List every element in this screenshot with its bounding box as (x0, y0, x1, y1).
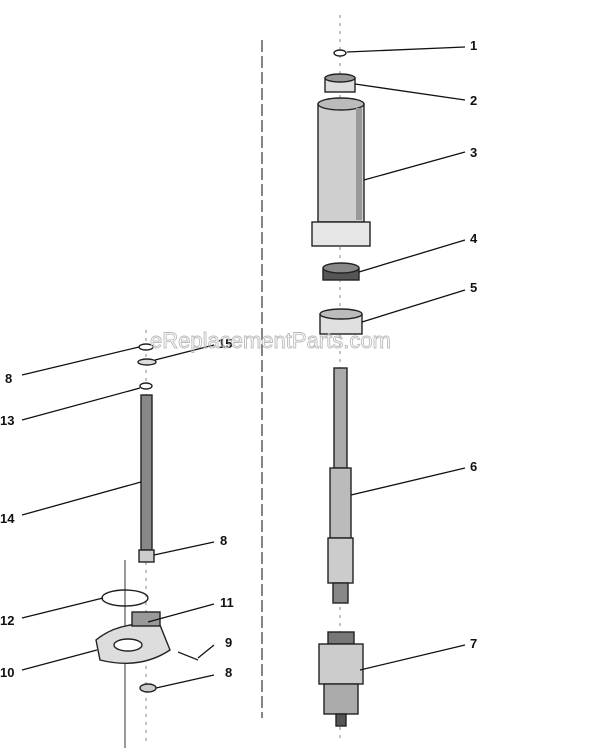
part-4-bearing (322, 262, 360, 281)
part-15-washer (137, 358, 157, 366)
part-1-retaining-ring (333, 49, 347, 57)
callout-1: 1 (470, 38, 477, 53)
callout-9: 9 (225, 635, 232, 650)
callout-8-bottom: 8 (225, 665, 232, 680)
callout-15: 15 (218, 336, 232, 351)
callout-8-middle: 8 (220, 533, 227, 548)
part-7-chuck (318, 631, 364, 727)
watermark: eReplacementParts.com (150, 328, 391, 353)
part-5-washer (319, 308, 363, 335)
part-13-ring (139, 382, 153, 390)
callout-3: 3 (470, 145, 477, 160)
part-2-bushing (324, 73, 356, 93)
part-3-housing (311, 97, 371, 247)
callout-12: 12 (0, 613, 14, 628)
callout-14: 14 (0, 511, 15, 526)
part-8-nut-bottom (139, 683, 157, 693)
leader-lines (21, 46, 466, 689)
callout-6: 6 (470, 459, 477, 474)
part-9-screw (177, 651, 199, 661)
callout-13: 13 (0, 413, 14, 428)
callout-4: 4 (470, 231, 478, 246)
part-10-bracket (95, 623, 171, 665)
part-6-spindle (327, 367, 354, 604)
callout-5: 5 (470, 280, 477, 295)
callout-8-top: 8 (5, 371, 12, 386)
part-11-clamp (131, 611, 161, 627)
part-8-nut-middle (138, 549, 155, 563)
callout-10: 10 (0, 665, 14, 680)
part-14-rod (140, 394, 153, 551)
callout-7: 7 (470, 636, 477, 651)
callout-2: 2 (470, 93, 477, 108)
callout-11: 11 (220, 595, 234, 610)
